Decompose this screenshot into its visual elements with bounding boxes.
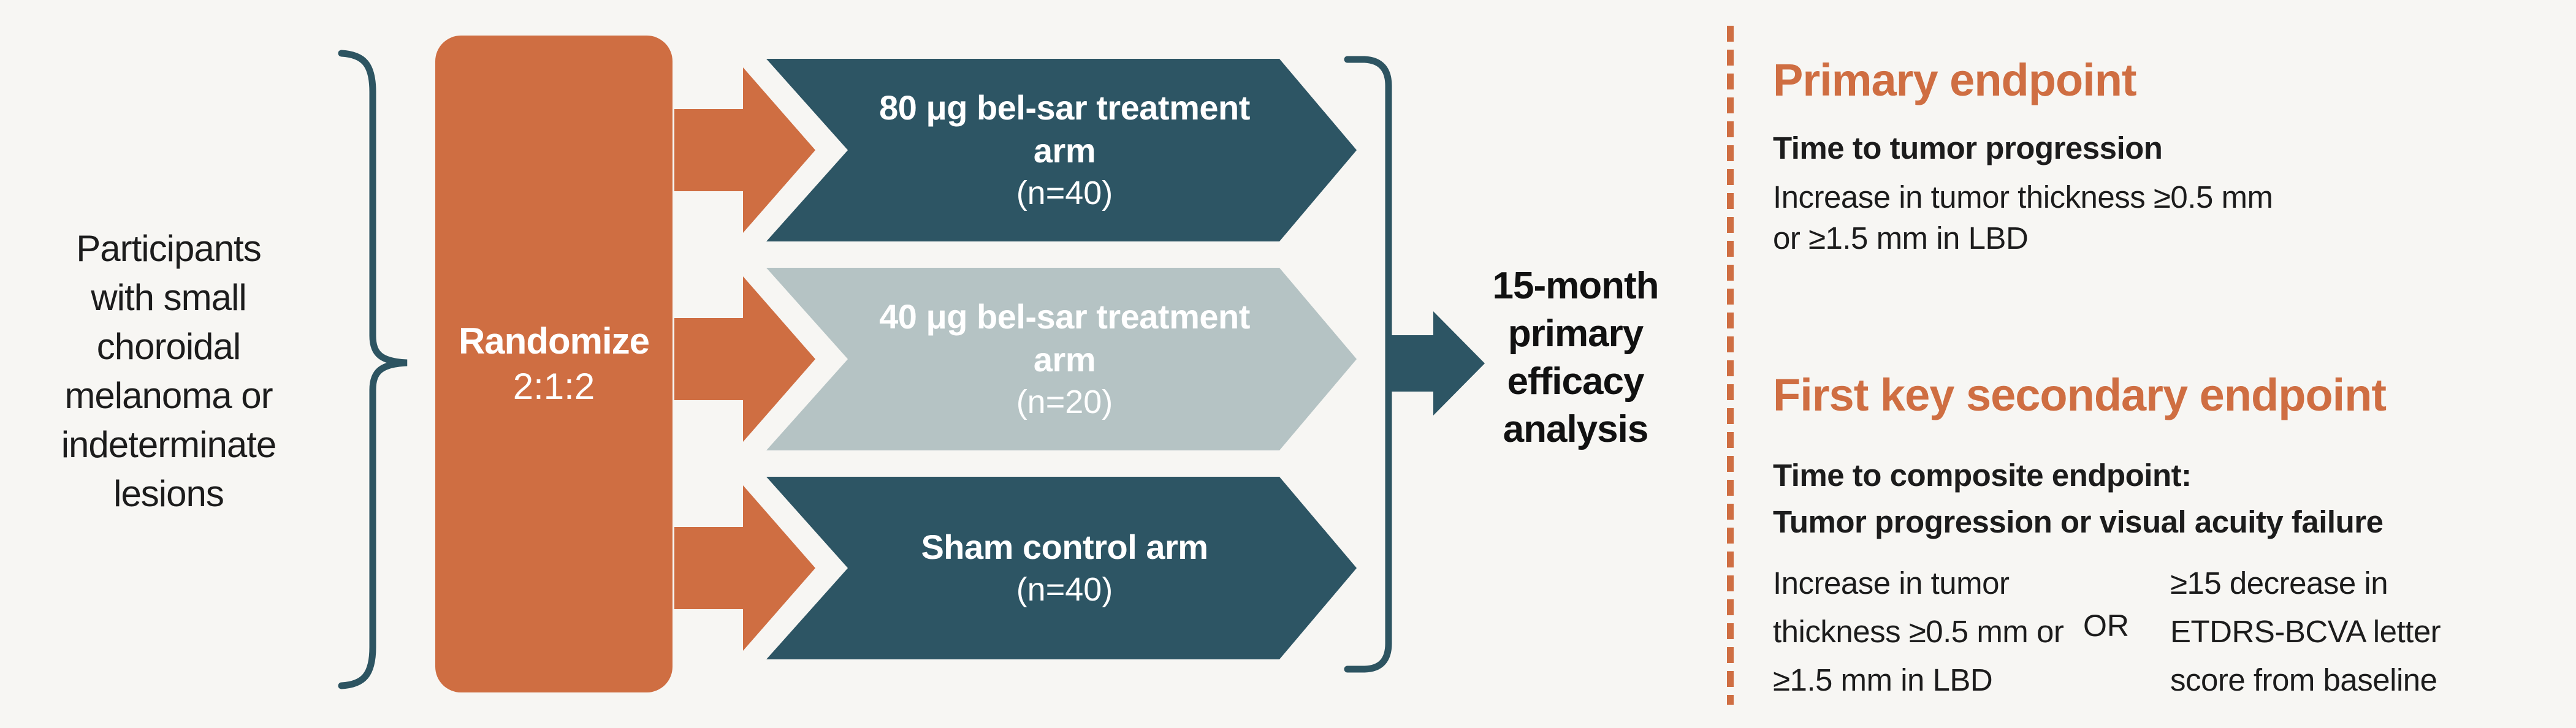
left-curly-brace	[338, 50, 408, 689]
connector-arrow-middle	[674, 276, 815, 442]
connector-arrow-bottom	[674, 485, 815, 651]
arm-sample-size: (n=40)	[1016, 175, 1113, 211]
primary-endpoint-subheading: Time to tumor progression	[1773, 131, 2163, 165]
primary-endpoint-heading: Primary endpoint	[1773, 55, 2137, 105]
randomize-box: Randomize 2:1:2	[435, 36, 673, 692]
participants-label: Participants with small choroidal melano…	[61, 228, 277, 514]
arm-banner-40ug: 40 μg bel-sar treatment arm (n=20)	[766, 268, 1357, 450]
arm-name: 80 μg bel-sar treatment arm	[879, 88, 1250, 170]
connector-arrow-top	[674, 67, 815, 233]
primary-endpoint-detail: Increase in tumor thickness ≥0.5 mm or ≥…	[1773, 180, 2273, 256]
secondary-endpoint-option2: ≥15 decrease in ETDRS-BCVA letter score …	[2170, 566, 2441, 697]
or-connector-label: OR	[2083, 609, 2129, 643]
arm-sample-size: (n=40)	[1016, 571, 1113, 608]
randomize-ratio: 2:1:2	[513, 366, 595, 407]
analysis-label: 15-month primary efficacy analysis	[1492, 265, 1660, 450]
secondary-endpoint-subheading: Time to composite endpoint: Tumor progre…	[1773, 458, 2384, 539]
arm-banner-sham: Sham control arm (n=40)	[766, 477, 1357, 659]
arm-name: Sham control arm	[921, 528, 1208, 566]
secondary-endpoint-option1: Increase in tumor thickness ≥0.5 mm or ≥…	[1773, 566, 2064, 697]
arm-name: 40 μg bel-sar treatment arm	[879, 297, 1250, 379]
arm-banner-80ug: 80 μg bel-sar treatment arm (n=40)	[766, 59, 1357, 241]
dashed-divider	[1727, 26, 1734, 705]
randomize-label: Randomize	[458, 320, 650, 362]
secondary-endpoint-heading: First key secondary endpoint	[1773, 370, 2387, 420]
arm-sample-size: (n=20)	[1016, 384, 1113, 420]
